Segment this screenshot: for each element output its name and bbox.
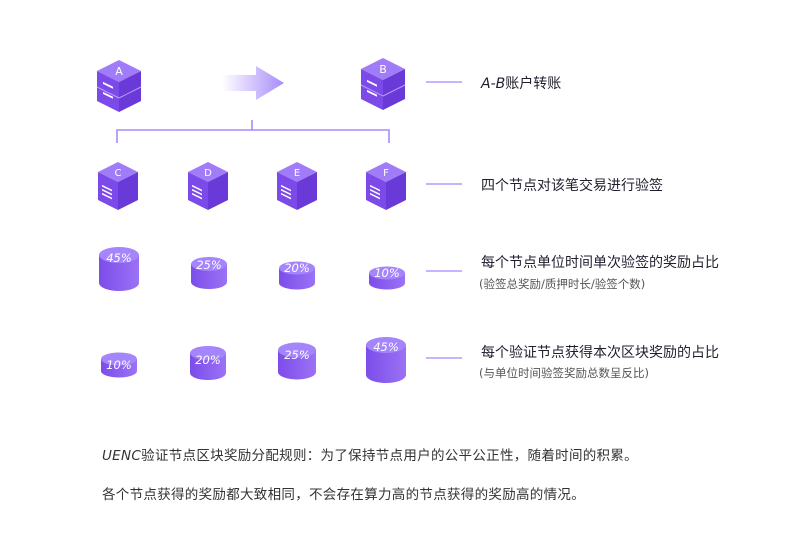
row4-percent-f: 45%: [373, 340, 399, 354]
footer-line-2: 各个节点获得的奖励都大致相同，不会存在算力高的节点获得的奖励高的情况。: [102, 487, 585, 503]
row3-cylinder-f-icon: 10%: [369, 266, 405, 290]
node-d-label: D: [204, 168, 212, 179]
node-b-server-icon: B: [360, 58, 406, 110]
row4-cylinder-e-icon: 25%: [278, 342, 316, 380]
distribution-bracket: [116, 120, 390, 143]
row3-subdescription: (验签总奖励/质押时长/验签个数): [479, 277, 646, 291]
node-a-server-icon: A: [96, 60, 142, 112]
node-e-label: E: [294, 168, 300, 179]
row4-description: 每个验证节点获得本次区块奖励的占比: [481, 345, 719, 361]
row3-percent-f: 10%: [374, 266, 400, 280]
row4-percent-c: 10%: [106, 358, 132, 372]
transfer-arrow-icon: [222, 66, 284, 100]
node-a-label: A: [115, 65, 123, 78]
row4-subdescription: (与单位时间验签奖励总数呈反比): [479, 366, 649, 380]
node-f-label: F: [383, 168, 389, 179]
row1-description: A-B账户转账: [481, 73, 561, 93]
row4-cylinder-f-icon: 45%: [366, 337, 406, 383]
row3-cylinder-e-icon: 20%: [279, 261, 315, 290]
node-f-cube-icon: F: [366, 162, 406, 210]
node-d-cube-icon: D: [188, 162, 228, 210]
node-b-label: B: [379, 63, 387, 76]
row3-description: 每个节点单位时间单次验签的奖励占比: [481, 255, 719, 271]
node-c-label: C: [115, 168, 122, 179]
row4-connector-line: [426, 357, 462, 359]
footer-line-1: UENC验证节点区块奖励分配规则：为了保持节点用户的公平公正性，随着时间的积累。: [102, 444, 638, 464]
row1-connector-line: [426, 81, 462, 83]
row3-cylinder-d-icon: 25%: [191, 257, 227, 289]
row4-percent-d: 20%: [195, 353, 221, 367]
node-c-cube-icon: C: [98, 162, 138, 210]
row3-percent-d: 25%: [196, 258, 222, 272]
footer-line-1-prefix: UENC: [102, 448, 142, 464]
row1-desc-suffix: 账户转账: [505, 76, 562, 92]
row4-percent-e: 25%: [284, 348, 310, 362]
row3-connector-line: [426, 270, 462, 272]
row1-desc-prefix: A-B: [481, 76, 506, 92]
row4-cylinder-d-icon: 20%: [190, 346, 226, 380]
row2-description: 四个节点对该笔交易进行验签: [481, 178, 663, 194]
row3-cylinder-c-icon: 45%: [99, 247, 139, 291]
row3-percent-c: 45%: [106, 251, 132, 265]
node-e-cube-icon: E: [277, 162, 317, 210]
footer-line-1-rest: 验证节点区块奖励分配规则：为了保持节点用户的公平公正性，随着时间的积累。: [141, 448, 638, 464]
row4-cylinder-c-icon: 10%: [101, 352, 137, 378]
row3-percent-e: 20%: [284, 261, 310, 275]
row2-connector-line: [426, 183, 462, 185]
